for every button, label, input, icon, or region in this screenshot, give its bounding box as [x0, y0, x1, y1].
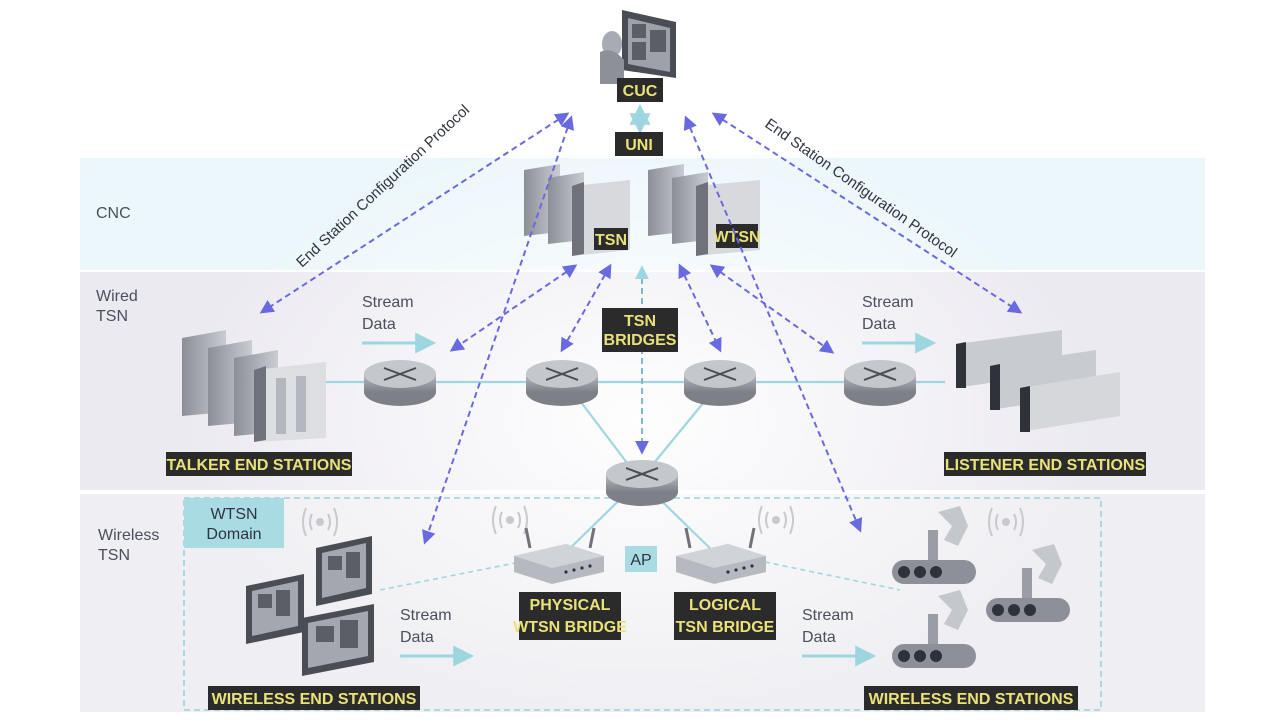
wifi-signal-icon — [302, 507, 338, 537]
cuc-tag: CUC — [623, 83, 658, 100]
config-arrows — [259, 112, 1023, 545]
tablet-icon — [302, 604, 374, 676]
router-icon — [364, 360, 436, 406]
wifi-signal-icon — [988, 507, 1024, 537]
uni-tag: UNI — [625, 137, 653, 154]
mobile-robot-icon — [892, 590, 976, 668]
router-icon — [684, 360, 756, 406]
tsn-server-tag: TSN — [595, 232, 627, 249]
mobile-robot-icon — [892, 506, 976, 584]
logical-ap-icon — [676, 527, 766, 584]
listener-plc-icon — [956, 330, 1120, 432]
wireless-end-stations-right-tag: WIRELESS END STATIONS — [869, 691, 1074, 708]
central-router-icon — [606, 460, 678, 506]
talker-servers-icon — [182, 330, 326, 442]
tablet-icon — [246, 574, 304, 644]
talker-end-stations-tag: TALKER END STATIONS — [167, 457, 352, 474]
physical-ap-icon — [514, 527, 604, 584]
tablet-icon — [316, 536, 372, 606]
router-icon — [526, 360, 598, 406]
router-icon — [844, 360, 916, 406]
listener-end-stations-tag: LISTENER END STATIONS — [945, 457, 1146, 474]
mobile-robot-icon — [986, 544, 1070, 622]
wireless-end-stations-left-tag: WIRELESS END STATIONS — [212, 691, 417, 708]
wifi-signal-icon — [492, 505, 528, 535]
wtsn-server-tag: WTSN — [713, 229, 760, 246]
ap-label: AP — [630, 552, 651, 569]
wtsn-domain-boundary — [183, 497, 1102, 711]
zone-label-cnc: CNC — [96, 205, 131, 222]
wifi-signal-icon — [758, 505, 794, 535]
cuc-workstation-icon — [600, 10, 676, 84]
wtsn-domain-label-box — [184, 498, 284, 548]
